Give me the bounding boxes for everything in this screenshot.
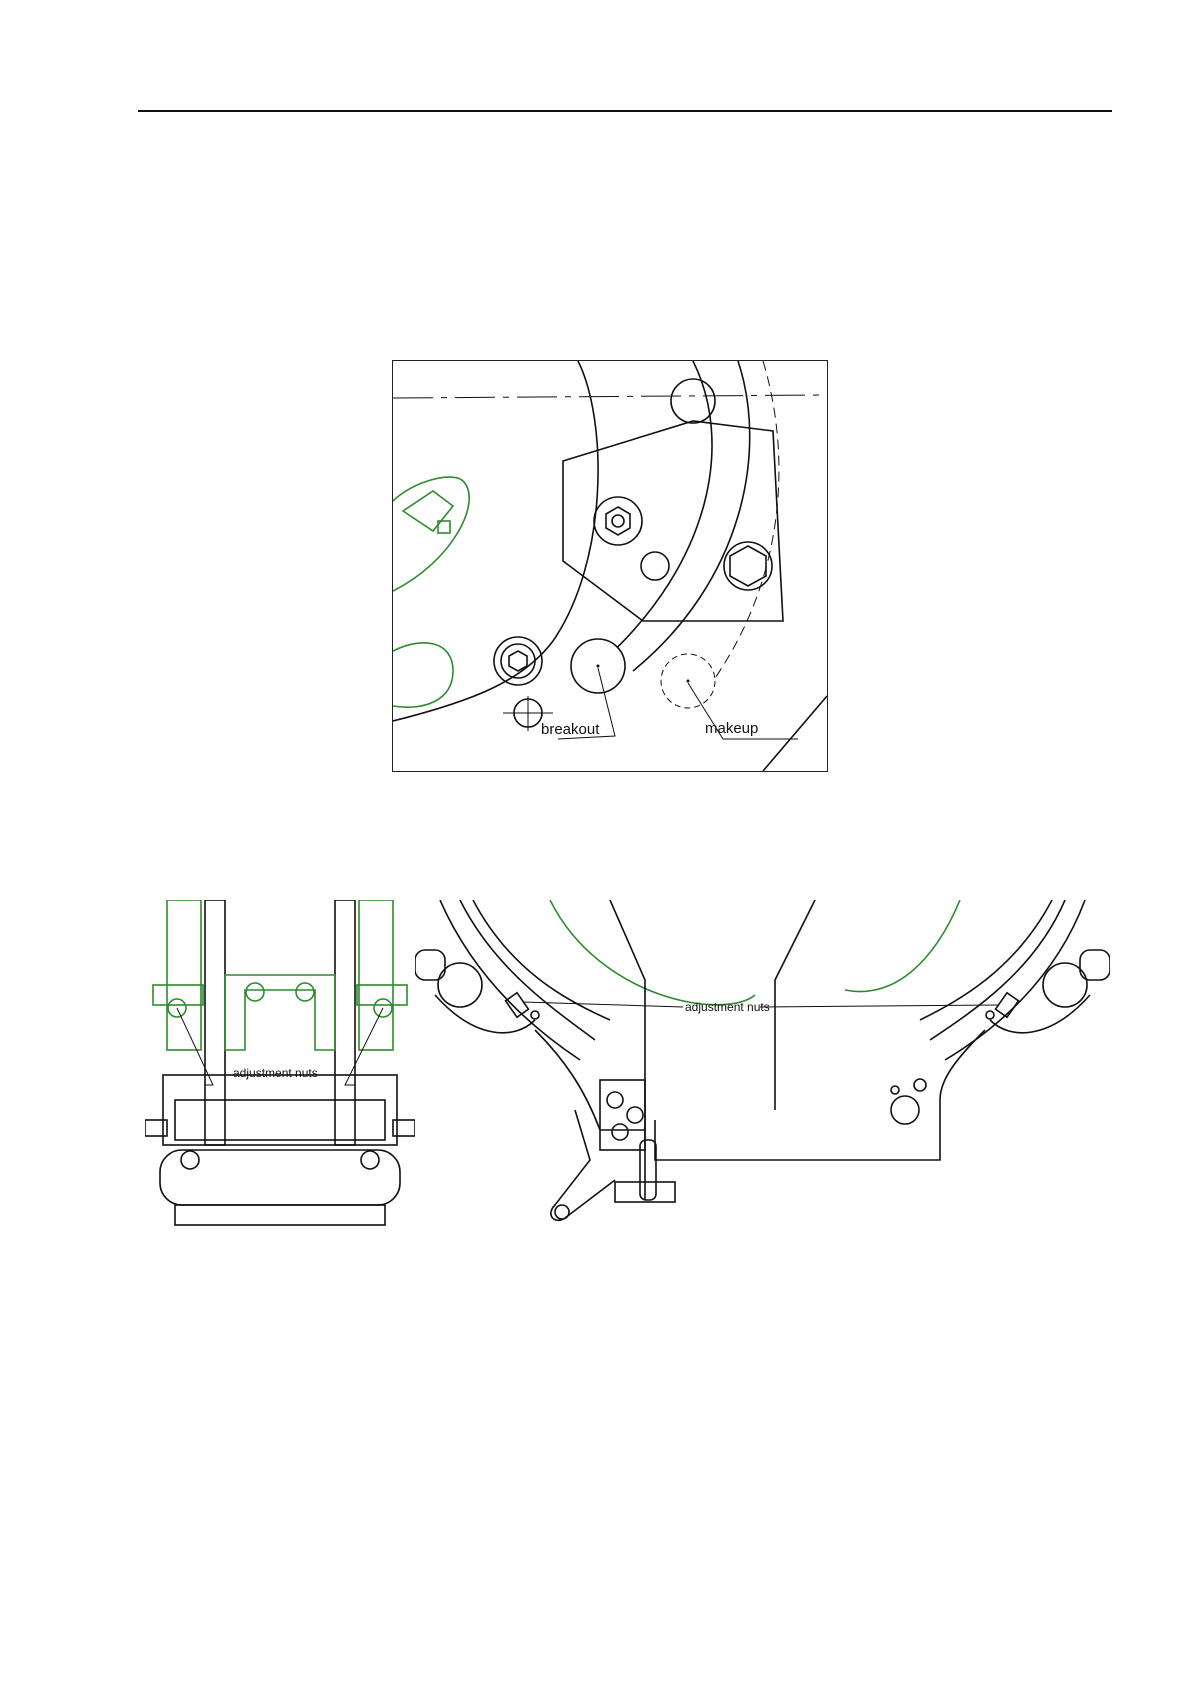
adjustment-nuts-label-right: adjustment nuts xyxy=(685,1000,770,1014)
side-view-svg: adjustment nuts xyxy=(145,900,415,1235)
breakout-label: breakout xyxy=(541,721,600,738)
breakout-makeup-svg: breakout makeup xyxy=(393,361,827,771)
top-view-drawing: adjustment nuts xyxy=(415,900,1110,1235)
header-rule xyxy=(138,110,1112,112)
makeup-label: makeup xyxy=(705,720,758,737)
adjustment-nuts-label-left: adjustment nuts xyxy=(233,1066,318,1080)
side-view-drawing: adjustment nuts xyxy=(145,900,415,1235)
breakout-makeup-drawing: breakout makeup xyxy=(392,360,828,772)
top-view-svg: adjustment nuts xyxy=(415,900,1110,1235)
